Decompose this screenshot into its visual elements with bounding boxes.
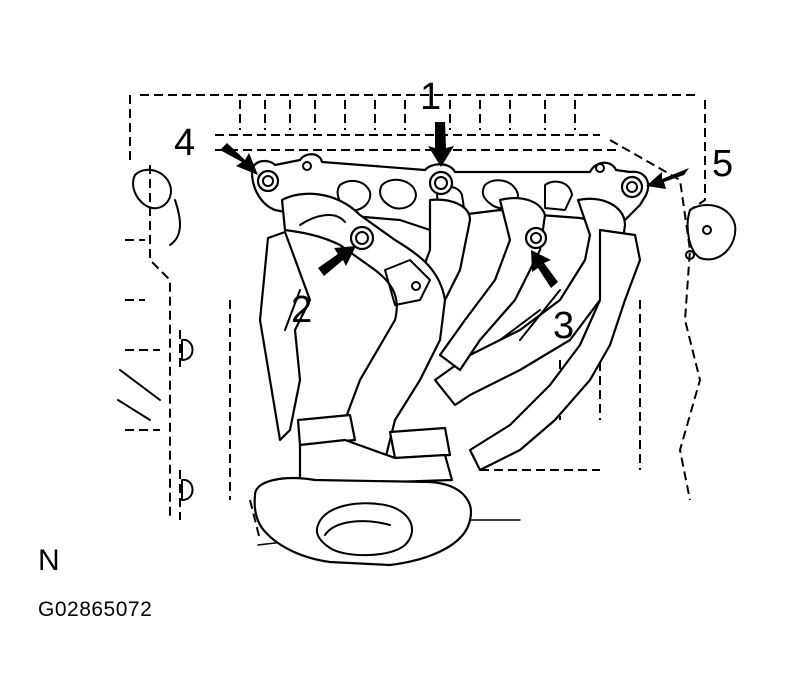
orientation-letter: N: [38, 544, 60, 577]
callout-1: 1: [420, 76, 441, 118]
callout-3: 3: [553, 305, 574, 347]
manifold-runners: [258, 192, 642, 482]
callout-2: 2: [291, 289, 312, 331]
arrow-1-icon: [428, 122, 454, 167]
bolt-4: [256, 169, 280, 193]
arrow-2-icon: [318, 246, 356, 276]
callout-arrows: [220, 122, 689, 288]
bolt-3: [524, 226, 548, 250]
arrow-3-icon: [531, 250, 558, 288]
engine-block-background: [117, 94, 737, 546]
outlet-flange: [253, 413, 473, 567]
callout-4: 4: [174, 122, 195, 164]
bolt-5: [620, 175, 644, 199]
arrow-5-icon: [646, 168, 689, 189]
bolt-1: [428, 170, 454, 196]
figure-code: G02865072: [38, 598, 153, 621]
callout-5: 5: [712, 143, 733, 185]
bolt-2: [349, 225, 375, 251]
arrow-4-icon: [220, 143, 258, 175]
